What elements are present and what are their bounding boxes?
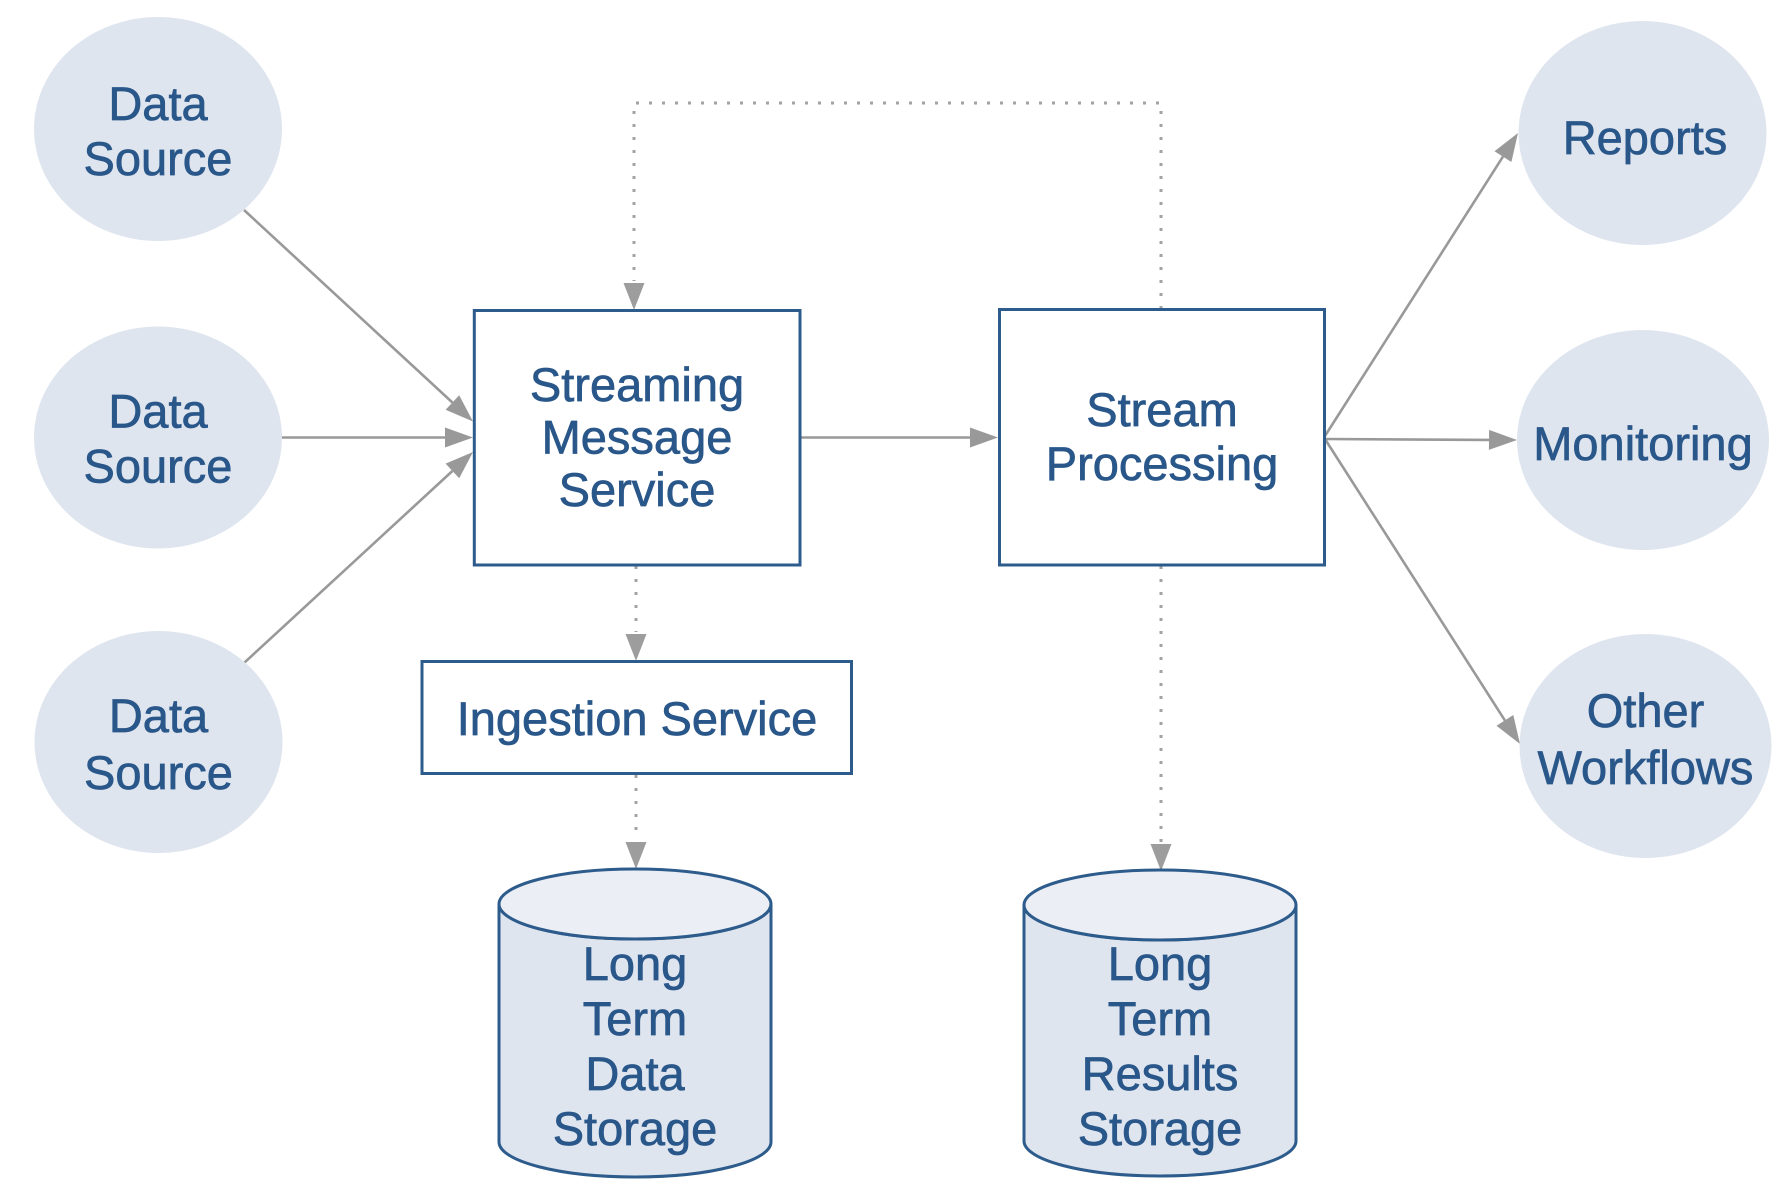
svg-text:Source: Source [84, 132, 233, 185]
svg-text:Data: Data [108, 385, 208, 438]
svg-text:Processing: Processing [1046, 437, 1279, 490]
svg-text:Data: Data [108, 77, 208, 130]
svg-text:Stream: Stream [1086, 383, 1238, 436]
svg-text:Ingestion Service: Ingestion Service [457, 692, 818, 745]
svg-text:Message: Message [542, 411, 733, 464]
svg-text:Source: Source [84, 746, 233, 799]
svg-text:Workflows: Workflows [1538, 741, 1754, 794]
svg-text:Term: Term [583, 992, 687, 1045]
svg-text:Reports: Reports [1563, 111, 1728, 164]
svg-text:Service: Service [559, 463, 716, 516]
svg-text:Long: Long [583, 937, 688, 990]
svg-text:Source: Source [84, 440, 233, 493]
svg-text:Streaming: Streaming [530, 358, 744, 411]
svg-text:Results: Results [1082, 1047, 1239, 1100]
svg-text:Storage: Storage [1078, 1102, 1243, 1155]
svg-text:Term: Term [1108, 992, 1212, 1045]
svg-text:Storage: Storage [553, 1102, 718, 1155]
svg-text:Data: Data [109, 689, 209, 742]
svg-text:Long: Long [1108, 937, 1213, 990]
svg-text:Monitoring: Monitoring [1533, 417, 1752, 470]
svg-text:Other: Other [1587, 684, 1705, 737]
svg-text:Data: Data [585, 1047, 685, 1100]
